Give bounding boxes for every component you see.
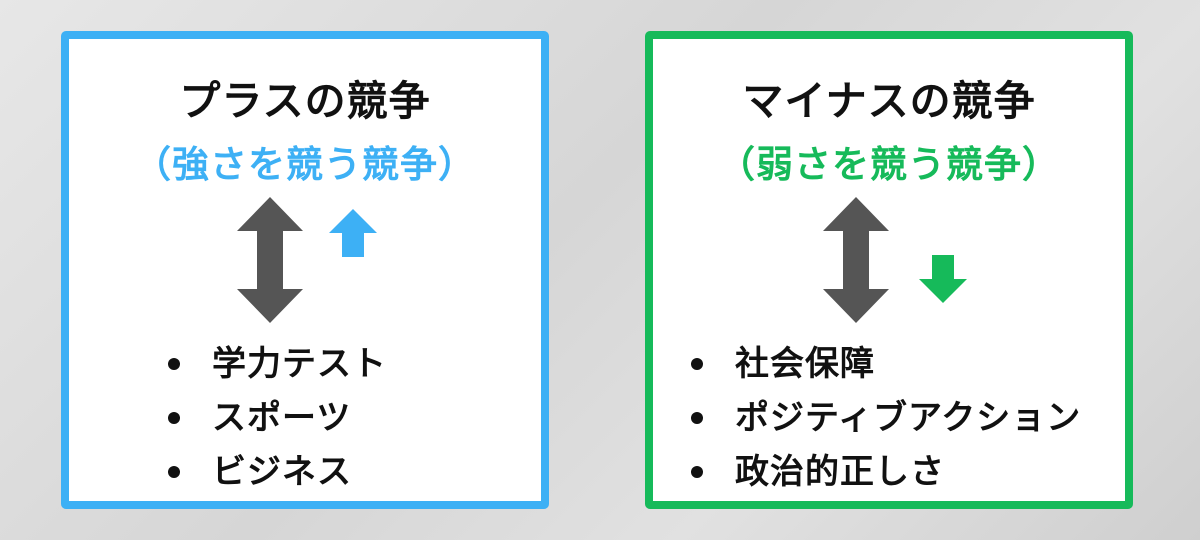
panel-title: マイナスの競争	[742, 77, 1036, 125]
up-down-arrow-icon	[237, 197, 303, 323]
list-item-label: スポーツ	[212, 398, 352, 438]
up-arrow-icon	[329, 209, 377, 257]
example-list: 学力テスト スポーツ ビジネス	[164, 337, 387, 499]
panel-subtitle: （弱さを競う競争）	[718, 143, 1060, 186]
bullet-dot	[691, 358, 703, 370]
panel-title: プラスの競争	[179, 77, 431, 125]
list-item-label: ビジネス	[212, 452, 352, 492]
plus-competition-panel: プラスの競争 （強さを競う競争） 学力テスト スポーツ ビジネス	[61, 31, 549, 509]
list-item: 社会保障	[687, 337, 1081, 391]
list-item-label: 学力テスト	[212, 344, 387, 384]
bullet-dot	[168, 412, 180, 424]
bullet-dot	[691, 412, 703, 424]
list-item: 政治的正しさ	[687, 445, 1081, 499]
list-item-label: 政治的正しさ	[735, 452, 945, 492]
list-item-label: ポジティブアクション	[735, 398, 1082, 438]
list-item: ビジネス	[164, 445, 387, 499]
bullet-dot	[168, 358, 180, 370]
minus-competition-panel: マイナスの競争 （弱さを競う競争） 社会保障 ポジティブアクション 政治的正しさ	[645, 31, 1133, 509]
list-item: 学力テスト	[164, 337, 387, 391]
list-item-label: 社会保障	[735, 344, 875, 384]
up-down-arrow-icon	[823, 197, 889, 323]
bullet-dot	[168, 466, 180, 478]
example-list: 社会保障 ポジティブアクション 政治的正しさ	[687, 337, 1081, 499]
bullet-dot	[691, 466, 703, 478]
panel-subtitle: （強さを競う競争）	[134, 143, 476, 186]
down-arrow-icon	[919, 255, 967, 303]
list-item: スポーツ	[164, 391, 387, 445]
list-item: ポジティブアクション	[687, 391, 1081, 445]
